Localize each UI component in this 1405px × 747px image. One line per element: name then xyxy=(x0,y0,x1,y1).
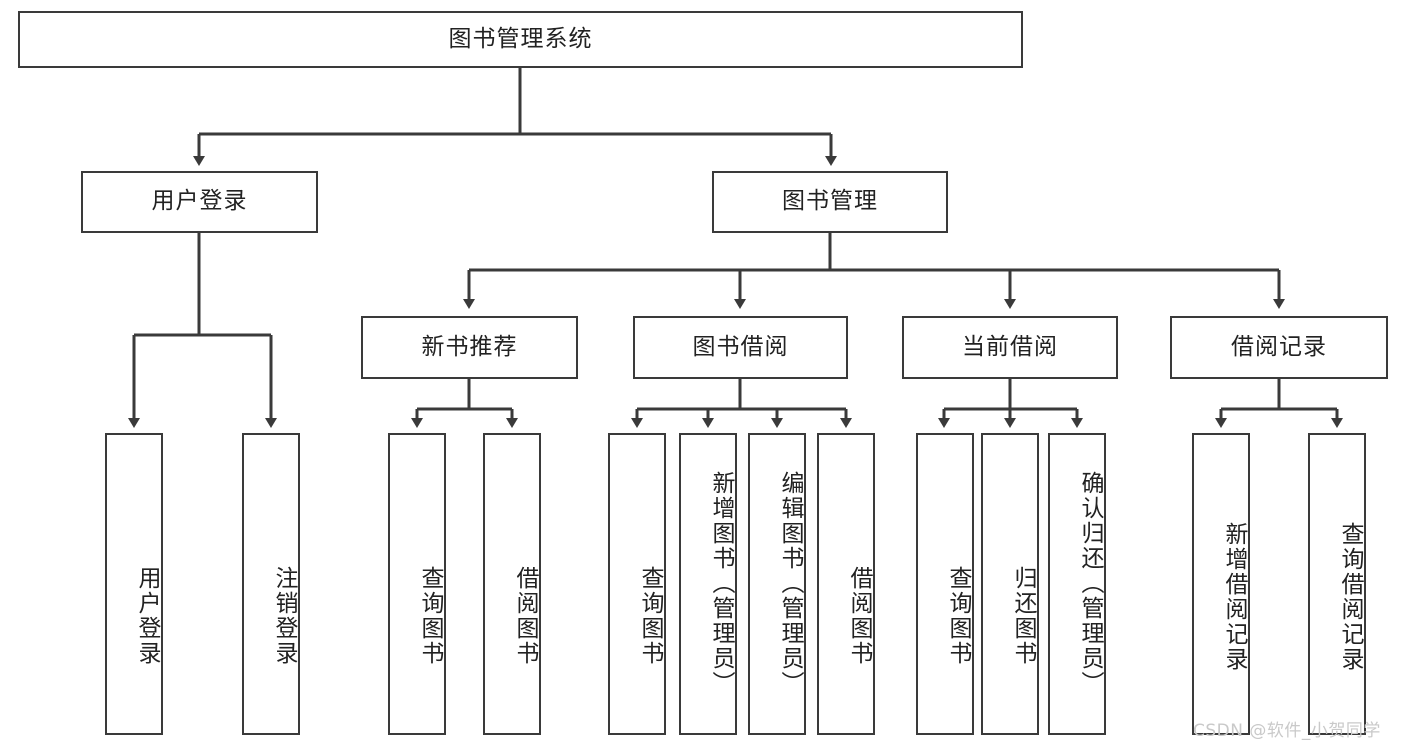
node-book-borrow[interactable]: 图书借阅 xyxy=(633,316,848,379)
leaf-query-book-3[interactable]: 查询图书 xyxy=(916,433,974,735)
leaf-user-login[interactable]: 用户登录 xyxy=(105,433,163,735)
leaf-query-record[interactable]: 查询借阅记录 xyxy=(1308,433,1366,735)
leaf-query-book-3-label: 查询图书 xyxy=(945,566,971,666)
leaf-edit-book-label: 编辑图书（管理员） xyxy=(777,470,803,696)
leaf-edit-book[interactable]: 编辑图书（管理员） xyxy=(748,433,806,735)
leaf-user-logout[interactable]: 注销登录 xyxy=(242,433,300,735)
leaf-confirm-return-label: 确认归还（管理员） xyxy=(1077,470,1103,696)
node-current-borrow[interactable]: 当前借阅 xyxy=(902,316,1118,379)
leaf-add-record[interactable]: 新增借阅记录 xyxy=(1192,433,1250,735)
node-borrow-record[interactable]: 借阅记录 xyxy=(1170,316,1388,379)
leaf-borrow-book-2-label: 借阅图书 xyxy=(846,566,872,666)
leaf-add-record-label: 新增借阅记录 xyxy=(1221,522,1247,672)
leaf-query-record-label: 查询借阅记录 xyxy=(1337,522,1363,672)
leaf-borrow-book-1-label: 借阅图书 xyxy=(512,566,538,666)
leaf-add-book[interactable]: 新增图书（管理员） xyxy=(679,433,737,735)
watermark: CSDN @软件_小贺同学 xyxy=(1193,721,1381,741)
leaf-add-book-label: 新增图书（管理员） xyxy=(708,470,734,696)
leaf-query-book-1-label: 查询图书 xyxy=(417,566,443,666)
node-user-login[interactable]: 用户登录 xyxy=(81,171,318,233)
leaf-confirm-return[interactable]: 确认归还（管理员） xyxy=(1048,433,1106,735)
leaf-query-book-2-label: 查询图书 xyxy=(637,566,663,666)
node-book-manage[interactable]: 图书管理 xyxy=(712,171,948,233)
leaf-borrow-book-2[interactable]: 借阅图书 xyxy=(817,433,875,735)
leaf-query-book-2[interactable]: 查询图书 xyxy=(608,433,666,735)
node-root-label: 图书管理系统 xyxy=(448,25,593,52)
node-user-login-label: 用户登录 xyxy=(151,188,248,215)
node-new-book-rec-label: 新书推荐 xyxy=(421,333,518,360)
leaf-return-book-label: 归还图书 xyxy=(1010,566,1036,666)
leaf-borrow-book-1[interactable]: 借阅图书 xyxy=(483,433,541,735)
node-book-borrow-label: 图书借阅 xyxy=(692,333,789,360)
node-current-borrow-label: 当前借阅 xyxy=(962,333,1058,360)
node-borrow-record-label: 借阅记录 xyxy=(1231,333,1327,360)
leaf-return-book[interactable]: 归还图书 xyxy=(981,433,1039,735)
leaf-user-logout-label: 注销登录 xyxy=(271,566,297,666)
node-new-book-rec[interactable]: 新书推荐 xyxy=(361,316,578,379)
node-root[interactable]: 图书管理系统 xyxy=(18,11,1023,68)
leaf-query-book-1[interactable]: 查询图书 xyxy=(388,433,446,735)
node-book-manage-label: 图书管理 xyxy=(782,188,878,215)
leaf-user-login-label: 用户登录 xyxy=(134,566,160,666)
